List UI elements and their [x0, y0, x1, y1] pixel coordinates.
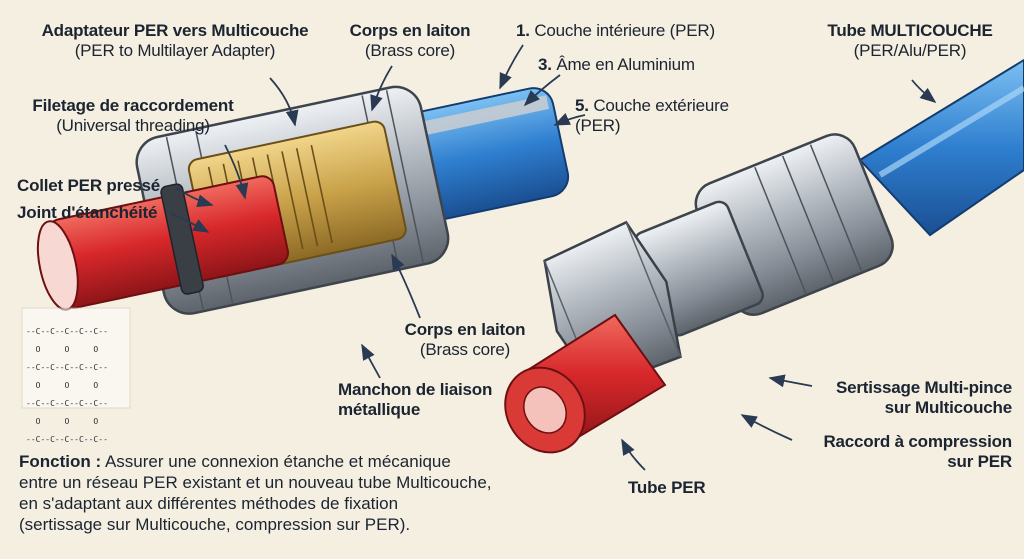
label-compression: Raccord à compression sur PER	[823, 432, 1012, 471]
label-brass-mid: Corps en laiton (Brass core)	[395, 320, 535, 360]
label-collet: Collet PER pressé	[17, 176, 161, 195]
chem-overlay	[21, 307, 131, 409]
seal-ring	[160, 183, 204, 295]
brass-top-title: Corps en laiton	[349, 21, 471, 40]
brass-top-subtitle: (Brass core)	[364, 41, 456, 60]
multilayer-subtitle: (PER/Alu/PER)	[853, 41, 967, 60]
label-layer-3: 3. Âme en Aluminium	[538, 55, 695, 74]
external-fitting	[504, 58, 1024, 454]
threading-subtitle: (Universal threading)	[56, 116, 210, 135]
label-brass-top: Corps en laiton (Brass core)	[340, 21, 480, 61]
label-sertissage: Sertissage Multi-pince sur Multicouche	[835, 378, 1012, 417]
label-manchon: Manchon de liaison métallique	[338, 380, 493, 419]
brass-mid-title: Corps en laiton	[404, 320, 526, 339]
label-layer-5: 5. Couche extérieure (PER)	[575, 96, 729, 135]
adapter-title: Adaptateur PER vers Multicouche	[41, 21, 309, 40]
brass-mid-subtitle: (Brass core)	[419, 340, 511, 359]
label-joint: Joint d'étanchéité	[17, 203, 158, 222]
label-layer-1: 1. Couche intérieure (PER)	[516, 21, 715, 40]
label-adapter: Adaptateur PER vers Multicouche (PER to …	[20, 21, 330, 61]
adapter-subtitle: (PER to Multilayer Adapter)	[74, 41, 276, 60]
label-threading: Filetage de raccordement (Universal thre…	[18, 96, 248, 136]
multilayer-tube	[858, 58, 1024, 237]
function-description: Fonction : Assurer une connexion étanche…	[19, 452, 492, 534]
multilayer-title: Tube MULTICOUCHE	[827, 21, 993, 40]
leader-lines	[169, 44, 937, 471]
cutaway-adapter	[36, 85, 570, 315]
threading-title: Filetage de raccordement	[32, 96, 234, 115]
label-multilayer-tube: Tube MULTICOUCHE (PER/Alu/PER)	[800, 21, 1020, 61]
polymer-structure: --C--C--C--C--C-- O O O --C--C--C--C--C-…	[26, 327, 108, 444]
label-tube-per: Tube PER	[628, 478, 706, 497]
function-label: Fonction :	[19, 452, 102, 471]
